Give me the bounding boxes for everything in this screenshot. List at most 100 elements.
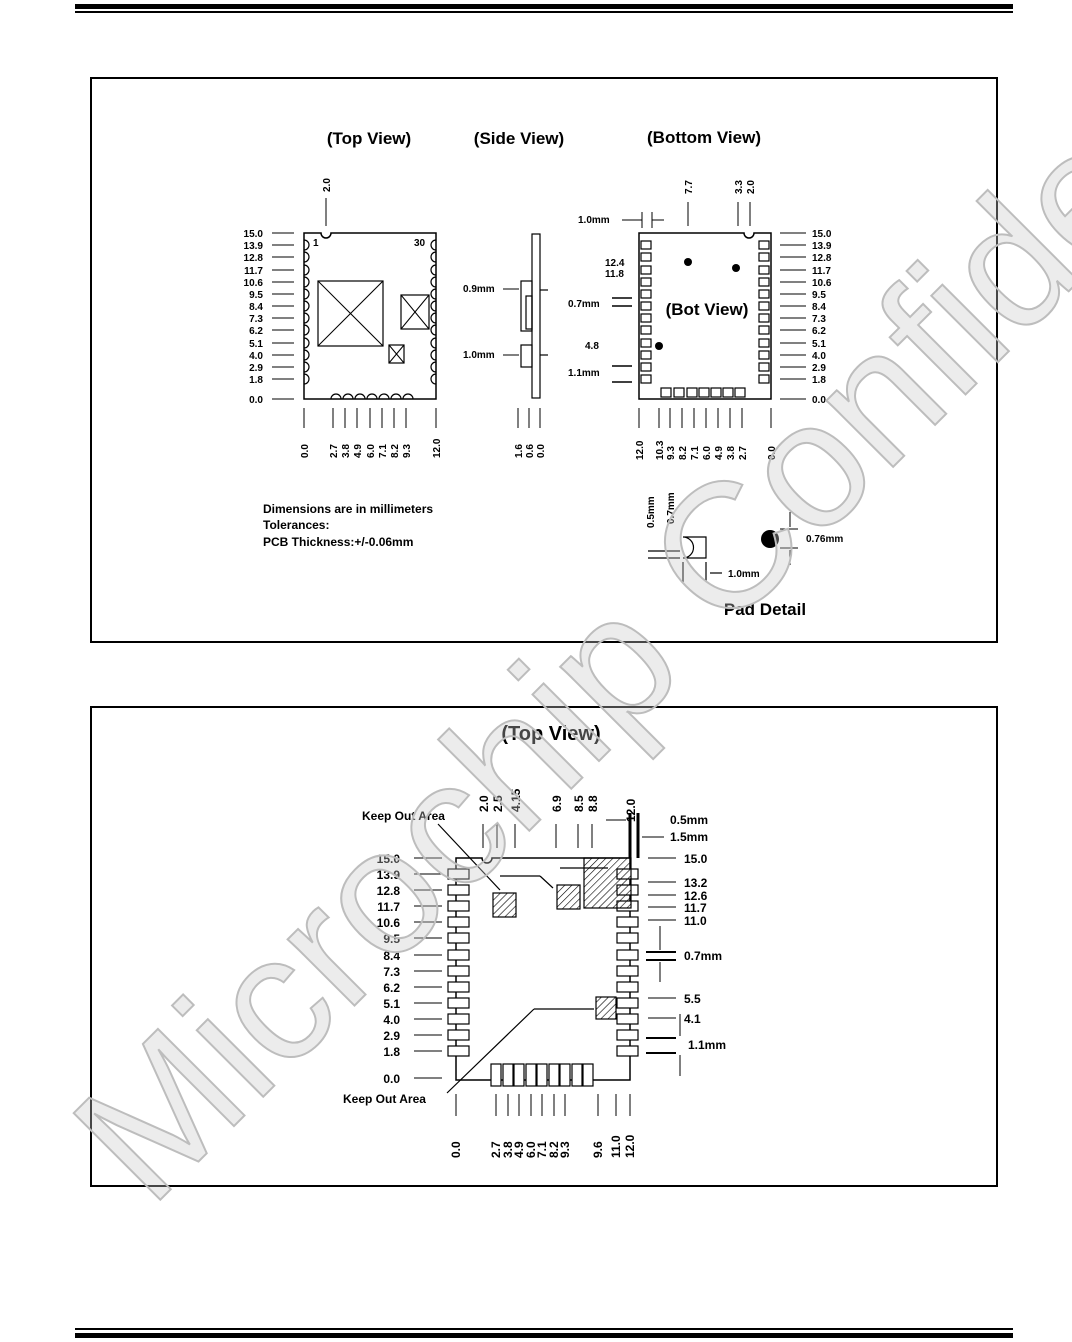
keepout-label-bottom: Keep Out Area: [343, 1092, 426, 1106]
fp-left-label: 8.4: [383, 949, 400, 963]
top-x-label: 9.3: [402, 444, 413, 458]
bottom-y-label: 8.4: [812, 302, 826, 313]
top-y-label: 15.0: [244, 229, 264, 240]
bottom-x-label: 3.8: [726, 446, 737, 460]
fp-top-label: 12.0: [624, 798, 638, 822]
header-rule-thin: [75, 11, 1013, 13]
fp-pitch-0-7mm: 0.7mm: [684, 949, 722, 963]
top-y-label: 0.0: [249, 395, 263, 406]
top-x-label: 12.0: [432, 438, 443, 458]
bottom-y-label: 0.0: [812, 395, 826, 406]
bottom-view-y-labels: 15.013.912.811.710.69.58.47.36.25.14.02.…: [780, 229, 832, 406]
pad-dot: [761, 530, 779, 548]
fp-right-label: 13.2: [684, 876, 708, 890]
bottom-y-label: 5.1: [812, 339, 826, 350]
fp-bottom-label: 9.6: [591, 1141, 605, 1158]
bottom-x-label: 2.7: [738, 446, 749, 460]
footprint-left-pads: [447, 868, 470, 1057]
top-x-label: 0.0: [300, 444, 311, 458]
footprint-module: [455, 857, 631, 1081]
bottom-x-label: 0.0: [767, 446, 778, 460]
fp-bottom-label: 12.0: [623, 1134, 637, 1158]
fp-left-label: 4.0: [383, 1013, 400, 1027]
bottom-y-label: 12.8: [812, 253, 832, 264]
side-x-label: 0.6: [525, 444, 536, 458]
fp-left-label: 1.8: [383, 1045, 400, 1059]
bottom-dim-1-1mm: 1.1mm: [568, 368, 600, 379]
bottom-x-label: 4.9: [714, 446, 725, 460]
keepout-corner: [583, 857, 632, 909]
bottom-top-label: 2.0: [746, 180, 757, 194]
keepout-area-3: [595, 996, 617, 1020]
keepout-label-top: Keep Out Area: [362, 809, 445, 823]
bottom-dim-4-8: 4.8: [585, 341, 599, 352]
top-x-label: 7.1: [378, 444, 389, 458]
fp-left-label: 9.5: [383, 932, 400, 946]
bottom-dim-11-8: 11.8: [605, 269, 624, 280]
top-x-label: 3.8: [341, 444, 352, 458]
footer-rule-thick: [75, 1333, 1013, 1338]
top-y-label: 9.5: [249, 290, 263, 301]
fp-bottom-label: 2.7: [489, 1141, 503, 1158]
note-pcb-thickness: PCB Thickness:+/-0.06mm: [263, 535, 413, 549]
pad-dim-0-7mm: 0.7mm: [666, 492, 677, 524]
top-y-label: 10.6: [244, 278, 264, 289]
top-x-label: 2.7: [329, 444, 340, 458]
bottom-view-module: [638, 232, 772, 400]
bottom-x-label: 6.0: [702, 446, 713, 460]
fp-top-label: 8.5: [572, 795, 586, 812]
fp-left-label: 10.6: [377, 916, 401, 930]
top-y-label: 8.4: [249, 302, 263, 313]
bottom-y-label: 9.5: [812, 290, 826, 301]
fp-left-label: 11.7: [377, 900, 400, 914]
pad-dim-0-5mm: 0.5mm: [646, 496, 657, 528]
bottom-x-label: 12.0: [635, 440, 646, 460]
pin-30-label: 30: [414, 238, 426, 249]
side-view: [520, 233, 548, 399]
top-view-top-label: 2.0: [322, 178, 333, 192]
bottom-dim-0-7mm: 0.7mm: [568, 299, 600, 310]
top-y-label: 11.7: [244, 266, 263, 277]
top-view-module: [303, 232, 437, 400]
bottom-y-label: 11.7: [812, 266, 831, 277]
fp-right-label: 11.0: [684, 914, 707, 928]
top-y-label: 12.8: [244, 253, 264, 264]
top-view-y-labels: 15.013.912.811.710.69.58.47.36.25.14.02.…: [244, 229, 294, 406]
bottom-dim-12-4: 12.4: [605, 258, 625, 269]
fp-right-label: 11.7: [684, 901, 707, 915]
top-y-label: 13.9: [244, 241, 264, 252]
side-dim-lower: 1.0mm: [463, 350, 495, 361]
keepout-area-1: [492, 892, 517, 918]
fp-right-label: 4.1: [684, 1012, 701, 1026]
bottom-top-label: 3.3: [734, 180, 745, 194]
fp-left-label: 15.0: [377, 852, 401, 866]
bottom-x-label: 10.3: [655, 440, 666, 460]
bottom-y-label: 10.6: [812, 278, 832, 289]
top-y-label: 5.1: [249, 339, 263, 350]
figure-1-frame: [90, 77, 998, 643]
top-y-label: 4.0: [249, 351, 263, 362]
bottom-x-label: 9.3: [666, 446, 677, 460]
top-x-label: 8.2: [390, 444, 401, 458]
fp-bottom-label: 4.9: [512, 1141, 526, 1158]
fp-top-label: 6.9: [550, 795, 564, 812]
pad-detail-drawing: [648, 536, 722, 582]
side-x-label: 1.6: [514, 444, 525, 458]
bottom-y-label: 7.3: [812, 314, 826, 325]
fp-top-label: 2.5: [491, 795, 505, 812]
bottom-x-label: 8.2: [678, 446, 689, 460]
fp-left-label: 2.9: [383, 1029, 400, 1043]
fp-top-label: 8.8: [586, 795, 600, 812]
side-dim-upper: 0.9mm: [463, 284, 495, 295]
bottom-y-label: 4.0: [812, 351, 826, 362]
pad-dim-1-0mm: 1.0mm: [728, 569, 760, 580]
footer-rule-thin: [75, 1328, 1013, 1330]
top-x-label: 4.9: [353, 444, 364, 458]
top-x-label: 6.0: [366, 444, 377, 458]
